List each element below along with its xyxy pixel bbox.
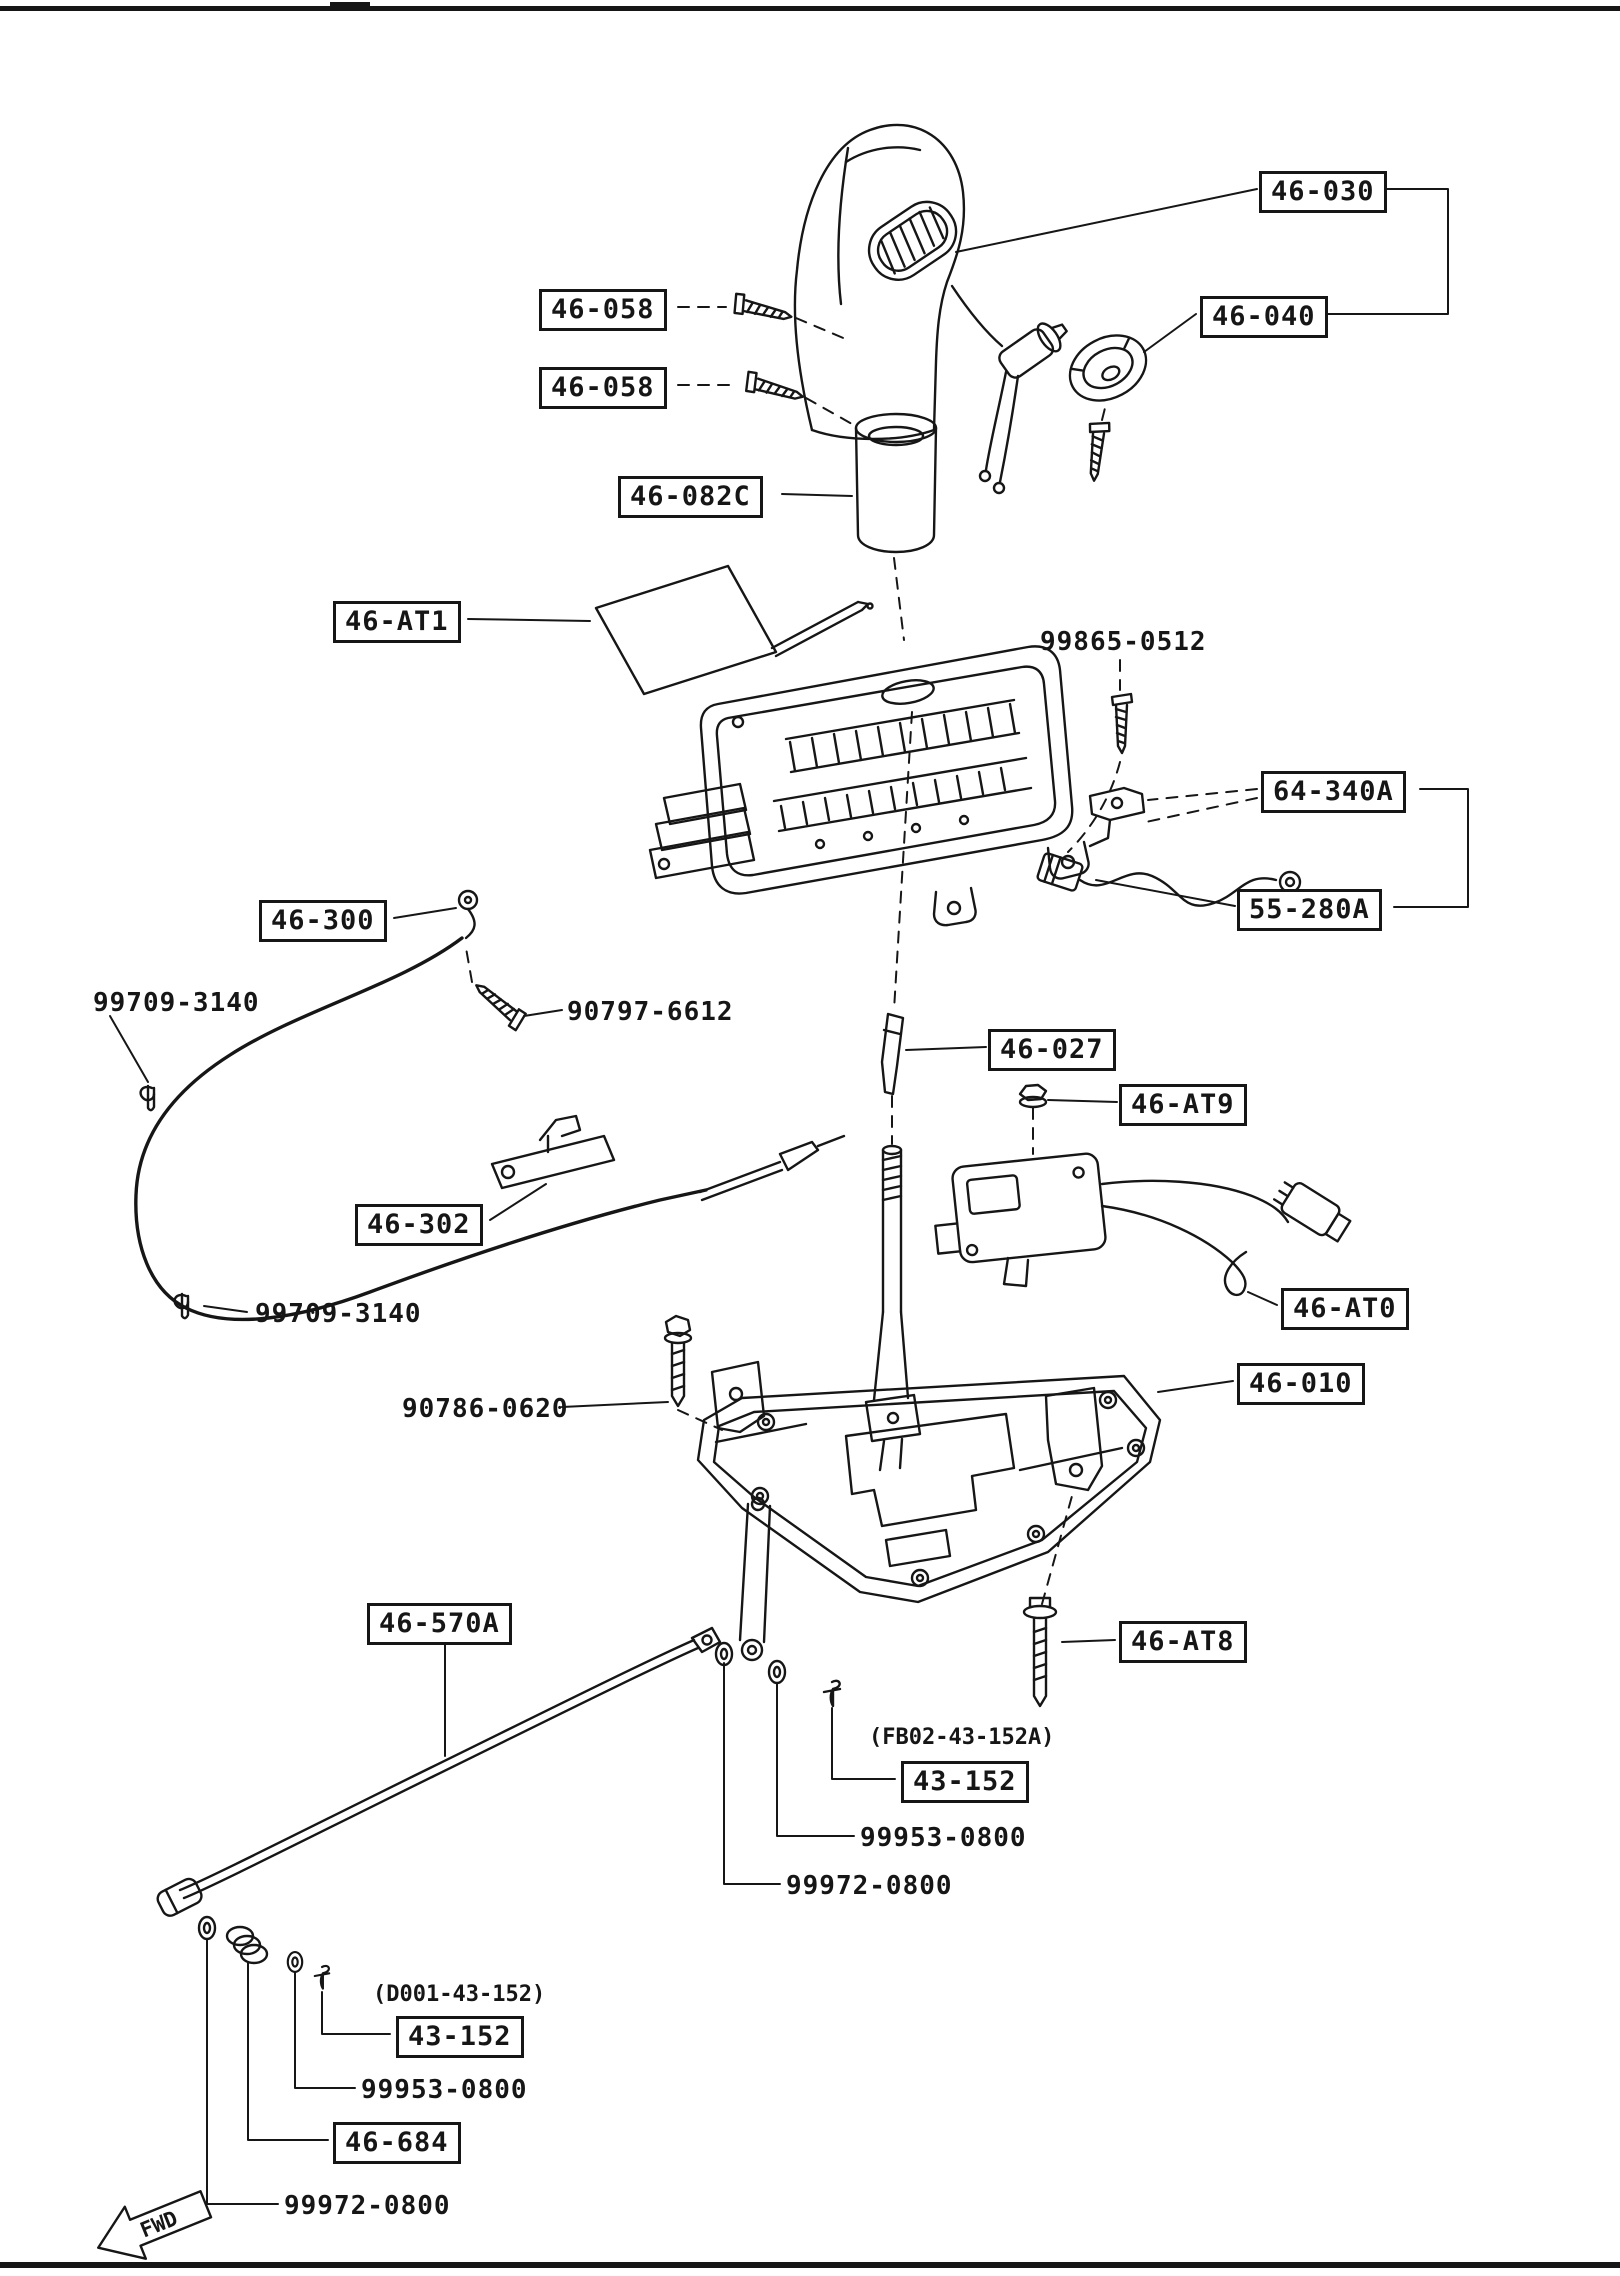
cable-bolt	[468, 976, 530, 1033]
panel-screw	[1110, 692, 1134, 755]
part-label-90786-0620: 90786-0620	[402, 1394, 569, 1424]
part-label-64-340A: 64-340A	[1261, 771, 1406, 814]
harness-bracket	[1088, 786, 1146, 848]
knob-screw-upper	[730, 291, 795, 328]
base-plate	[696, 1360, 1162, 1662]
rod-hardware-lower	[197, 1915, 331, 1990]
part-label-43-152-right: 43-152	[901, 1761, 1029, 1804]
mount-bolt	[1022, 1596, 1058, 1708]
part-label-FB02-43-152A: (FB02-43-152A)	[869, 1725, 1055, 1750]
part-label-D001-43-152: (D001-43-152)	[373, 1982, 546, 2007]
part-label-43-152-left: 43-152	[396, 2016, 524, 2059]
part-label-99953-0800-right: 99953-0800	[860, 1823, 1027, 1853]
part-label-99972-0800-right: 99972-0800	[786, 1871, 953, 1901]
leader-lines-dashed	[465, 306, 1258, 1605]
bezel-screw	[1082, 419, 1112, 483]
lever-shaft	[872, 1144, 910, 1402]
cable-clip-upper	[139, 1084, 156, 1112]
lock-nut	[1018, 1083, 1048, 1109]
plate-bolt	[663, 1314, 693, 1408]
part-label-46-684: 46-684	[333, 2122, 461, 2165]
cable-clip-lower	[173, 1292, 190, 1320]
grommet-46-684	[225, 1925, 269, 1965]
indicator-panel	[648, 645, 1090, 927]
part-label-46-058-lower: 46-058	[539, 367, 667, 410]
detent-rod	[880, 1012, 905, 1096]
shift-knob	[793, 123, 966, 441]
part-label-99709-3140-lower: 99709-3140	[255, 1299, 422, 1329]
part-label-46-010: 46-010	[1237, 1363, 1365, 1406]
part-label-46-AT8: 46-AT8	[1119, 1621, 1247, 1664]
part-label-46-030: 46-030	[1259, 171, 1387, 214]
part-label-46-040: 46-040	[1200, 296, 1328, 339]
cable-bracket	[490, 1114, 616, 1190]
shift-cable	[134, 889, 846, 1322]
part-label-99709-3140-upper: 99709-3140	[93, 988, 260, 1018]
leader-lines-solid	[109, 188, 1469, 2205]
shift-lock-actuator	[934, 1152, 1107, 1288]
part-label-46-AT1: 46-AT1	[333, 601, 461, 644]
knob-screw-lower	[742, 369, 807, 408]
slide-plate	[594, 564, 874, 696]
part-label-46-302: 46-302	[355, 1204, 483, 1247]
part-label-46-082C: 46-082C	[618, 476, 763, 519]
part-label-46-AT9: 46-AT9	[1119, 1084, 1247, 1127]
knob-sleeve	[854, 412, 938, 554]
od-switch	[950, 284, 1068, 495]
selector-rod	[156, 1626, 722, 1917]
part-label-46-570A: 46-570A	[367, 1603, 512, 1646]
part-label-55-280A: 55-280A	[1237, 889, 1382, 932]
fwd-arrow: FWD	[97, 2190, 213, 2260]
part-label-46-AT0: 46-AT0	[1281, 1288, 1409, 1331]
part-label-99953-0800-left: 99953-0800	[361, 2075, 528, 2105]
switch-bezel	[1068, 334, 1148, 402]
actuator-harness	[1100, 1179, 1352, 1297]
part-label-46-027: 46-027	[988, 1029, 1116, 1072]
part-label-99865-0512: 99865-0512	[1040, 627, 1207, 657]
part-label-46-300: 46-300	[259, 900, 387, 943]
knob-button	[867, 200, 958, 281]
fwd-arrow-label: FWD	[137, 2206, 181, 2242]
part-label-46-058-upper: 46-058	[539, 289, 667, 332]
part-label-99972-0800-left: 99972-0800	[284, 2191, 451, 2221]
part-label-90797-6612: 90797-6612	[567, 997, 734, 1027]
